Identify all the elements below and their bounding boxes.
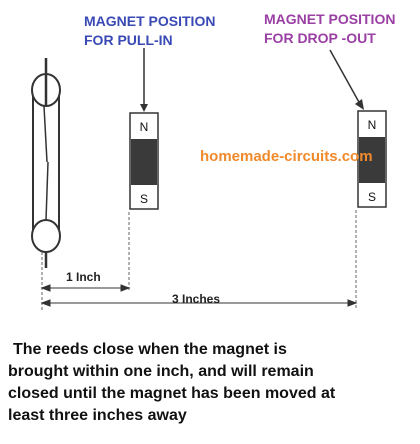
dimension-1-inch <box>40 284 131 292</box>
pull-in-label-line1: MAGNET POSITION <box>84 13 216 29</box>
magnet-drop-out <box>357 110 387 208</box>
north-pole-label: N <box>368 118 377 132</box>
caption: The reeds close when the magnet is broug… <box>8 339 418 427</box>
caption-line1: The reeds close when the magnet is <box>13 341 287 358</box>
drop-out-label: MAGNET POSITION FOR DROP -OUT <box>264 10 395 48</box>
south-pole-label: S <box>140 192 148 206</box>
magnet-pull-in <box>129 112 159 210</box>
south-pole-label: S <box>368 190 376 204</box>
dimension-far-label: 3 Inches <box>172 292 221 306</box>
caption-line3: closed until the magnet has been moved a… <box>8 385 336 402</box>
drop-out-label-line2: FOR DROP -OUT <box>264 30 376 46</box>
dimension-near-label: 1 Inch <box>66 270 101 284</box>
caption-line4: least three inches away <box>8 407 187 424</box>
pull-in-label: MAGNET POSITION FOR PULL-IN <box>84 12 215 50</box>
reed-switch <box>31 58 61 268</box>
drop-out-arrow <box>329 49 361 105</box>
north-pole-label: N <box>140 120 149 134</box>
drop-out-label-line1: MAGNET POSITION <box>264 11 396 27</box>
watermark: homemade-circuits.com <box>200 148 373 165</box>
pull-in-label-line2: FOR PULL-IN <box>84 32 173 48</box>
dimension-3-inches <box>40 299 358 307</box>
caption-line2: brought within one inch, and will remain <box>8 363 314 380</box>
